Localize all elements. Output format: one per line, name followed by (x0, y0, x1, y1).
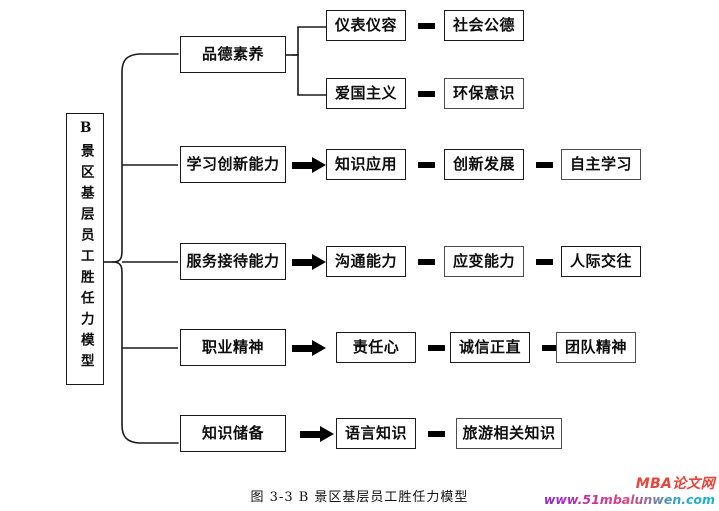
indicator-box-teamwork[interactable]: 团队精神 (556, 332, 636, 363)
indicator-box-communication[interactable]: 沟通能力 (326, 246, 406, 277)
indicator-label: 环保意识 (452, 84, 515, 102)
indicator-box-social-ethics[interactable]: 社会公德 (444, 10, 524, 41)
indicator-label: 团队精神 (564, 338, 627, 356)
arrow-right-icon (292, 254, 326, 270)
dimension-box-professional-spirit[interactable]: 职业精神 (180, 329, 286, 366)
indicator-label: 语言知识 (344, 424, 407, 442)
indicator-label: 创新发展 (452, 155, 515, 173)
arrow-right-icon (292, 157, 326, 173)
indicator-box-language-knowledge[interactable]: 语言知识 (336, 418, 416, 449)
root-node-label: B景区基层员工胜任力模型 (77, 120, 94, 375)
indicator-box-integrity[interactable]: 诚信正直 (450, 332, 530, 363)
indicator-box-environmental-awareness[interactable]: 环保意识 (444, 78, 524, 109)
dimension-box-morality[interactable]: 品德素养 (180, 36, 286, 73)
indicator-label: 责任心 (352, 338, 400, 356)
indicator-box-patriotism[interactable]: 爱国主义 (326, 78, 406, 109)
watermark-url: www.51mbalunwen.com (543, 491, 715, 507)
dimension-box-knowledge-reserve[interactable]: 知识储备 (180, 415, 286, 452)
watermark: MBA论文网 www.51mbalunwen.com (543, 476, 715, 507)
dimension-label: 知识储备 (201, 424, 264, 442)
indicator-box-tourism-knowledge[interactable]: 旅游相关知识 (456, 418, 562, 449)
connector-dash (542, 345, 559, 351)
indicator-label: 社会公德 (452, 16, 515, 34)
connector-dash (536, 162, 553, 168)
indicator-box-self-learning[interactable]: 自主学习 (561, 149, 641, 180)
indicator-label: 自主学习 (569, 155, 632, 173)
dimension-box-service-reception[interactable]: 服务接待能力 (180, 243, 286, 280)
indicator-label: 应变能力 (452, 252, 515, 270)
dimension-label: 学习创新能力 (186, 155, 280, 173)
dimension-box-learning-innovation[interactable]: 学习创新能力 (180, 146, 286, 183)
connector-dash (428, 431, 445, 437)
indicator-box-appearance[interactable]: 仪表仪容 (326, 10, 406, 41)
connector-dash (536, 259, 553, 265)
indicator-label: 仪表仪容 (334, 16, 397, 34)
indicator-box-responsibility[interactable]: 责任心 (336, 332, 416, 363)
connector-dash (418, 23, 435, 29)
indicator-label: 爱国主义 (334, 84, 397, 102)
arrow-right-icon (300, 426, 334, 442)
connector-dash (418, 162, 435, 168)
dimension-label: 职业精神 (201, 338, 264, 356)
figure-caption: 图 3-3 B 景区基层员工胜任力模型 (250, 490, 469, 505)
connector-dash (418, 259, 435, 265)
indicator-label: 诚信正直 (458, 338, 521, 356)
dimension-label: 服务接待能力 (186, 252, 280, 270)
indicator-box-adaptability[interactable]: 应变能力 (444, 246, 524, 277)
arrow-right-icon (292, 340, 326, 356)
indicator-label: 知识应用 (334, 155, 397, 173)
connector-dash (418, 91, 435, 97)
indicator-label: 人际交往 (569, 252, 632, 270)
watermark-title: MBA论文网 (635, 476, 715, 492)
root-node-competency-model: B景区基层员工胜任力模型 (66, 113, 104, 385)
indicator-box-knowledge-application[interactable]: 知识应用 (326, 149, 406, 180)
indicator-box-innovation-development[interactable]: 创新发展 (444, 149, 524, 180)
indicator-label: 沟通能力 (334, 252, 397, 270)
indicator-label: 旅游相关知识 (462, 424, 556, 442)
connector-dash (428, 345, 445, 351)
indicator-box-interpersonal[interactable]: 人际交往 (561, 246, 641, 277)
dimension-label: 品德素养 (201, 45, 264, 63)
